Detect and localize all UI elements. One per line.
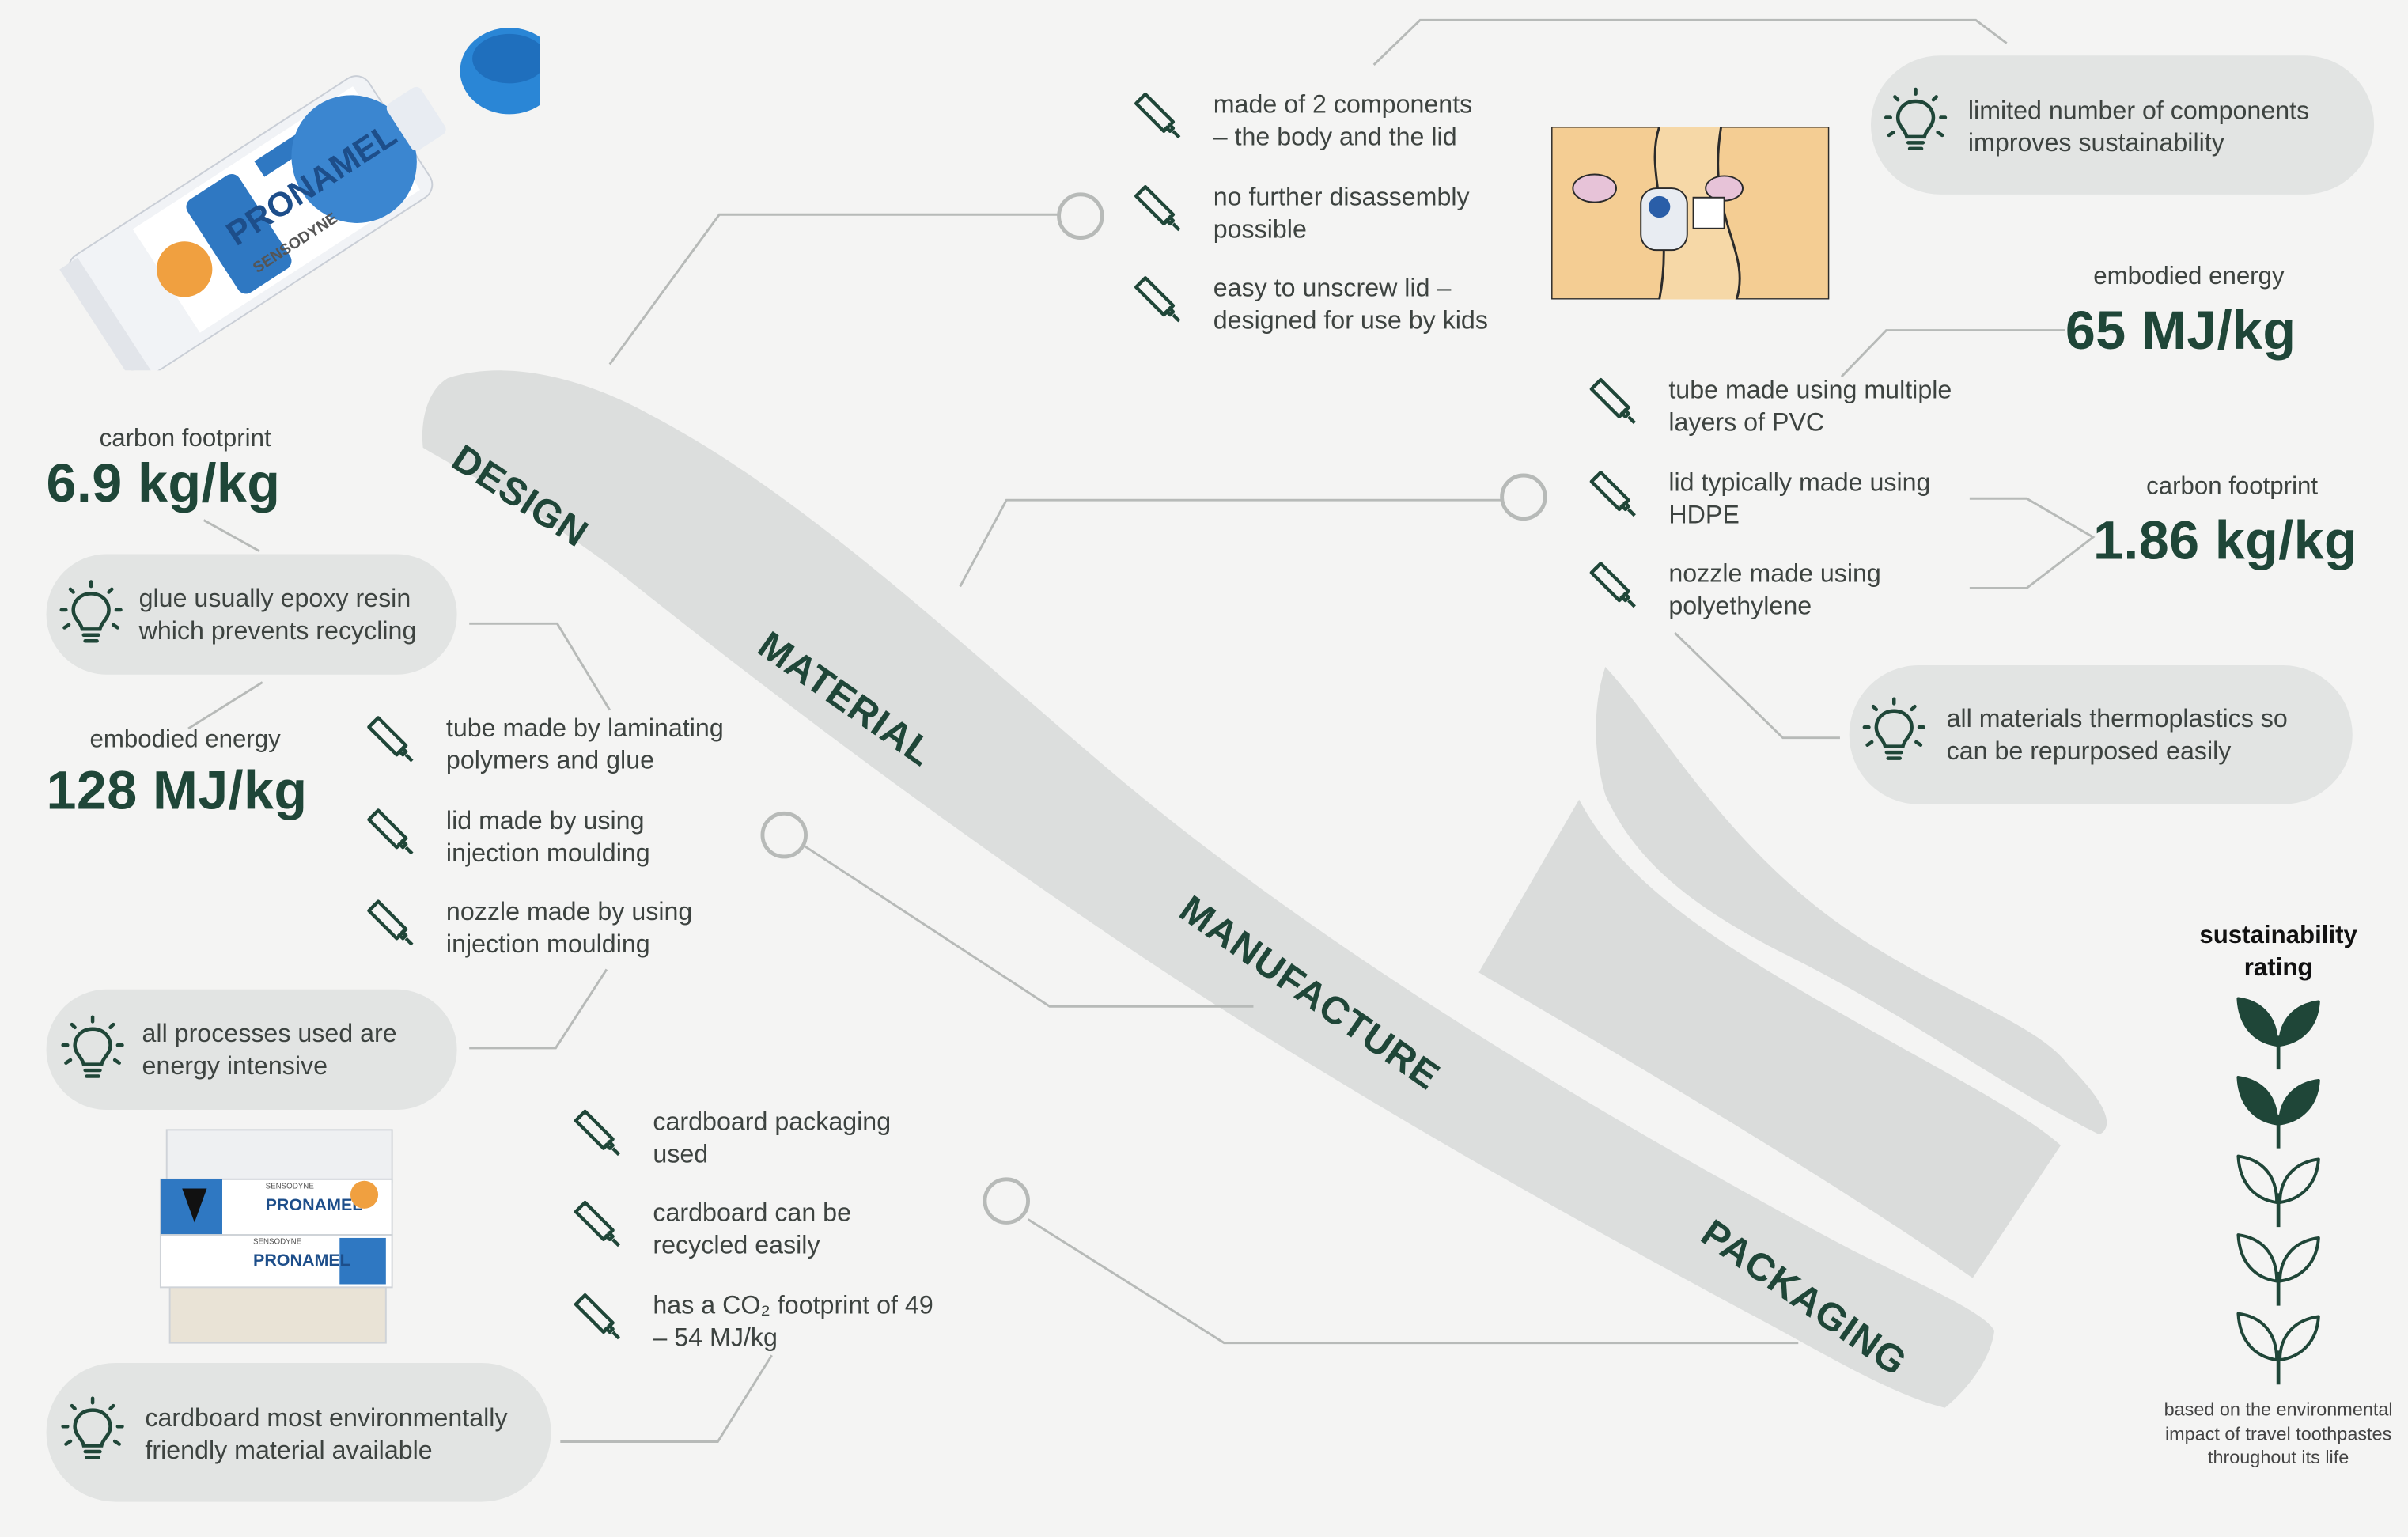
svg-text:SENSODYNE: SENSODYNE bbox=[266, 1183, 315, 1191]
leaf-filled-icon bbox=[2234, 1068, 2323, 1156]
tube-icon bbox=[1131, 89, 1183, 150]
design-insight-pill: limited number of components improves su… bbox=[1870, 55, 2375, 195]
manufacture-item-3: nozzle made by using injection moulding bbox=[445, 898, 693, 958]
manufacture-insight-pill: all processes used are energy intensive bbox=[46, 989, 457, 1110]
glue-insight-pill: glue usually epoxy resin which prevents … bbox=[46, 554, 457, 675]
leaf-outline-icon bbox=[2234, 1147, 2323, 1235]
manufacture-embodied-value: 128 MJ/kg bbox=[46, 760, 308, 822]
material-carbon-value: 1.86 kg/kg bbox=[2092, 510, 2358, 571]
tube-icon bbox=[571, 1198, 623, 1258]
hands-unscrewing-illustration bbox=[1551, 127, 1830, 300]
material-insight-pill: all materials thermoplastics so can be r… bbox=[1849, 665, 2353, 804]
lightbulb-icon bbox=[55, 579, 127, 658]
material-embodied-value: 65 MJ/kg bbox=[2065, 301, 2296, 362]
toothbrush-band bbox=[422, 370, 1995, 1408]
lightbulb-icon bbox=[57, 1014, 128, 1093]
svg-text:SENSODYNE: SENSODYNE bbox=[253, 1238, 302, 1247]
manufacture-carbon-label: carbon footprint bbox=[99, 426, 271, 452]
cardboard-box-photo: PRONAMEL SENSODYNE PRONAMEL SENSODYNE bbox=[159, 1129, 393, 1344]
design-item-3: easy to unscrew lid – designed for use b… bbox=[1213, 274, 1488, 335]
design-item-2: no further disassembly possible bbox=[1213, 184, 1470, 244]
toothpaste-tube-photo: PRONAMEL SENSODYNE bbox=[59, 28, 540, 371]
material-item-2: lid typically made using HDPE bbox=[1668, 469, 1931, 529]
lightbulb-icon bbox=[1858, 696, 1929, 775]
rating-note: based on the environmental impact of tra… bbox=[2164, 1398, 2393, 1468]
lightbulb-icon bbox=[1880, 86, 1952, 165]
packaging-item-1: cardboard packaging used bbox=[653, 1108, 892, 1168]
tube-icon bbox=[365, 897, 417, 957]
design-insight-text: limited number of components improves su… bbox=[1967, 97, 2310, 157]
toothpaste-base-shape bbox=[1478, 799, 2061, 1278]
tube-icon bbox=[571, 1107, 623, 1167]
leaf-outline-icon bbox=[2234, 1304, 2323, 1392]
sustainability-rating-title: sustainability rating bbox=[2199, 922, 2357, 982]
tube-icon bbox=[1587, 468, 1639, 528]
manufacture-carbon-value: 6.9 kg/kg bbox=[46, 453, 281, 514]
svg-text:PRONAMEL: PRONAMEL bbox=[266, 1195, 363, 1214]
material-item-1: tube made using multiple layers of PVC bbox=[1668, 377, 1952, 437]
material-item-3: nozzle made using polyethylene bbox=[1668, 560, 1881, 620]
leaf-filled-icon bbox=[2234, 990, 2323, 1077]
tube-icon bbox=[1131, 273, 1183, 333]
tube-icon bbox=[365, 806, 417, 866]
tube-icon bbox=[1587, 558, 1639, 619]
material-insight-text: all materials thermoplastics so can be r… bbox=[1946, 705, 2288, 765]
tube-icon bbox=[1587, 375, 1639, 435]
svg-text:PRONAMEL: PRONAMEL bbox=[253, 1251, 350, 1270]
tube-icon bbox=[571, 1290, 623, 1350]
manufacture-insight-text: all processes used are energy intensive bbox=[142, 1020, 397, 1080]
packaging-item-2: cardboard can be recycled easily bbox=[653, 1199, 852, 1259]
toothpaste-squeeze-shape bbox=[1596, 666, 2107, 1135]
material-embodied-label: embodied energy bbox=[2093, 263, 2285, 290]
leaf-outline-icon bbox=[2234, 1225, 2323, 1313]
design-item-1: made of 2 components – the body and the … bbox=[1213, 91, 1473, 151]
packaging-insight-text: cardboard most environmentally friendly … bbox=[145, 1404, 508, 1464]
manufacture-embodied-label: embodied energy bbox=[89, 727, 281, 754]
tube-icon bbox=[1131, 182, 1183, 242]
glue-insight-text: glue usually epoxy resin which prevents … bbox=[138, 585, 417, 645]
tube-icon bbox=[365, 714, 417, 774]
rating-leaves bbox=[2234, 990, 2323, 1391]
packaging-item-3: has a CO₂ footprint of 49 – 54 MJ/kg bbox=[653, 1292, 933, 1352]
lightbulb-icon bbox=[57, 1395, 128, 1475]
manufacture-item-2: lid made by using injection moulding bbox=[445, 807, 650, 867]
material-carbon-label: carbon footprint bbox=[2146, 474, 2319, 501]
manufacture-item-1: tube made by laminating polymers and glu… bbox=[445, 714, 724, 774]
packaging-insight-pill: cardboard most environmentally friendly … bbox=[46, 1362, 551, 1502]
